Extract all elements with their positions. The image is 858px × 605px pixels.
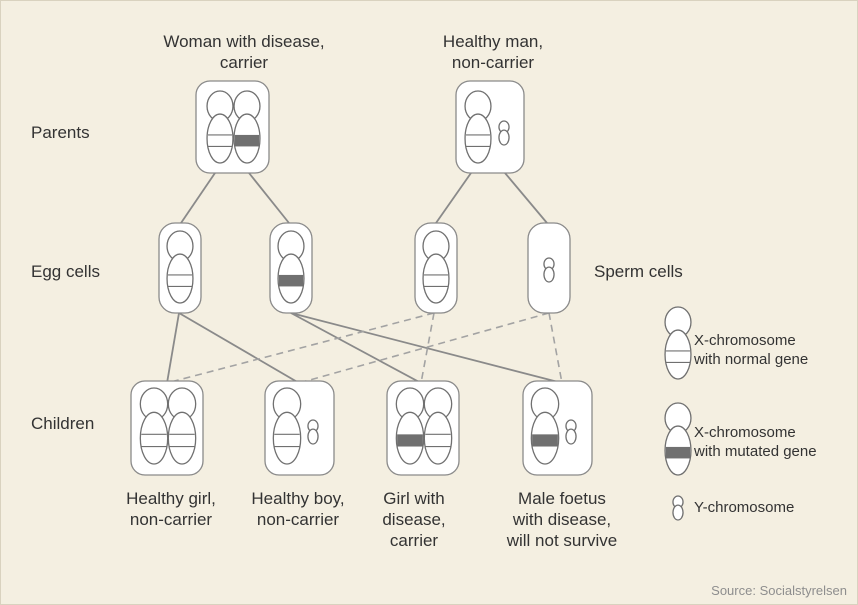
x-chromosome-normal-icon-lower-arm — [465, 114, 491, 163]
man-title: Healthy man, non-carrier — [443, 31, 543, 73]
x-chromosome-mutated-icon-mutated-band — [279, 275, 303, 287]
x-chromosome-normal-icon — [167, 231, 193, 303]
x-chromosome-normal-icon — [465, 91, 491, 163]
inheritance-line-3 — [436, 173, 471, 223]
x-chromosome-normal-icon-lower-arm — [423, 254, 449, 303]
child-2-caption-line1: Healthy boy, — [251, 488, 344, 509]
child-4-caption-line2: with disease, — [507, 509, 618, 530]
child-3-caption-line3: carrier — [382, 530, 445, 551]
child-carrier-girl-cell — [387, 381, 459, 475]
child-1-caption-line1: Healthy girl, — [126, 488, 216, 509]
x-chromosome-normal-icon — [423, 231, 449, 303]
y-chromosome-icon — [544, 258, 554, 282]
legend-y-icon — [673, 496, 683, 520]
child-3-caption: Girl with disease, carrier — [382, 488, 445, 551]
x-chromosome-normal-icon-lower-arm — [140, 412, 167, 464]
legend-x-normal-line1: X-chromosome — [694, 331, 808, 350]
child-2-caption: Healthy boy, non-carrier — [251, 488, 344, 530]
y-chromosome-icon — [566, 420, 576, 444]
legend-x-normal-icon — [665, 307, 691, 379]
y-chromosome-icon — [499, 121, 509, 145]
inheritance-line-6 — [179, 313, 299, 383]
egg-cells-label: Egg cells — [31, 261, 100, 282]
x-chromosome-normal-icon-lower-arm — [273, 412, 300, 464]
x-chromosome-normal-icon-lower-arm — [424, 412, 451, 464]
legend-x-mutated-line2: with mutated gene — [694, 442, 817, 461]
x-chromosome-mutated-icon — [278, 231, 304, 303]
man-title-line1: Healthy man, — [443, 31, 543, 52]
x-chromosome-mutated-icon-mutated-band — [532, 434, 558, 446]
x-chromosome-mutated-icon — [531, 388, 558, 464]
child-1-caption-line2: non-carrier — [126, 509, 216, 530]
inheritance-line-5 — [167, 313, 179, 383]
child-affected-male-cell — [523, 381, 592, 475]
y-chromosome-icon-lower-arm — [499, 130, 509, 145]
legend-x-mutated-icon-mutated-band — [666, 447, 690, 459]
y-chromosome-icon — [308, 420, 318, 444]
x-chromosome-normal-icon-lower-arm — [207, 114, 233, 163]
x-chromosome-mutated-icon — [234, 91, 260, 163]
x-chromosome-normal-icon — [168, 388, 195, 464]
sperm-cell-y — [528, 223, 570, 313]
y-chromosome-icon-lower-arm — [308, 429, 318, 444]
x-chromosome-mutated-icon-mutated-band — [397, 434, 423, 446]
y-chromosome-icon-lower-arm — [566, 429, 576, 444]
child-4-caption: Male foetus with disease, will not survi… — [507, 488, 618, 551]
children-label: Children — [31, 413, 94, 434]
legend-x-mutated-line1: X-chromosome — [694, 423, 817, 442]
man-title-line2: non-carrier — [443, 52, 543, 73]
child-3-caption-line1: Girl with — [382, 488, 445, 509]
x-chromosome-normal-icon-lower-arm — [168, 412, 195, 464]
legend-x-mutated-text: X-chromosome with mutated gene — [694, 423, 817, 461]
x-chromosome-normal-icon — [140, 388, 167, 464]
parents-label: Parents — [31, 122, 90, 143]
egg-cell-normal — [159, 223, 201, 313]
x-chromosome-normal-icon-lower-arm — [167, 254, 193, 303]
legend-x-normal-text: X-chromosome with normal gene — [694, 331, 808, 369]
child-healthy-boy-cell — [265, 381, 334, 475]
x-chromosome-mutated-icon-mutated-band — [235, 135, 259, 147]
parent-woman-cell — [196, 81, 269, 173]
legend-x-mutated-icon — [665, 403, 691, 475]
source-credit: Source: Socialstyrelsen — [711, 583, 847, 598]
inheritance-line-8 — [291, 313, 562, 383]
inheritance-line-4 — [505, 173, 547, 223]
egg-cell-mutated — [270, 223, 312, 313]
x-chromosome-normal-icon — [424, 388, 451, 464]
legend-x-normal-line2: with normal gene — [694, 350, 808, 369]
woman-title: Woman with disease, carrier — [163, 31, 324, 73]
sperm-cell-x — [415, 223, 457, 313]
inheritance-line-7 — [291, 313, 421, 383]
legend-y-text: Y-chromosome — [694, 498, 794, 517]
parent-man-cell — [456, 81, 524, 173]
inheritance-line-1 — [181, 173, 215, 223]
child-1-caption: Healthy girl, non-carrier — [126, 488, 216, 530]
child-3-caption-line2: disease, — [382, 509, 445, 530]
connection-lines — [167, 173, 562, 383]
child-2-caption-line2: non-carrier — [251, 509, 344, 530]
legend-x-normal-icon-lower-arm — [665, 330, 691, 379]
child-healthy-girl-cell — [131, 381, 203, 475]
x-chromosome-mutated-icon — [396, 388, 423, 464]
y-chromosome-icon-lower-arm — [544, 267, 554, 282]
woman-title-line2: carrier — [163, 52, 324, 73]
sperm-cells-label: Sperm cells — [594, 261, 683, 282]
woman-title-line1: Woman with disease, — [163, 31, 324, 52]
sperm-line-4 — [549, 313, 562, 383]
legend-y-icon-lower-arm — [673, 505, 683, 520]
inheritance-line-2 — [249, 173, 289, 223]
x-chromosome-normal-icon — [273, 388, 300, 464]
child-4-caption-line3: will not survive — [507, 530, 618, 551]
legend — [665, 307, 691, 520]
child-4-caption-line1: Male foetus — [507, 488, 618, 509]
x-chromosome-normal-icon — [207, 91, 233, 163]
sperm-line-1 — [167, 313, 434, 383]
